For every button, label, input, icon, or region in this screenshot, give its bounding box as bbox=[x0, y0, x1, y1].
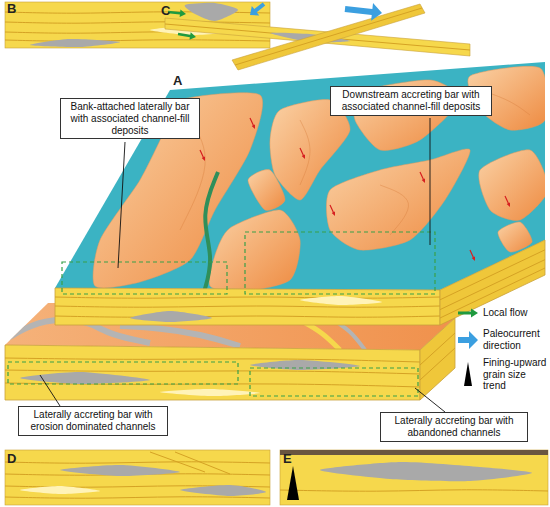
channel-fill bbox=[30, 39, 120, 47]
fining-upward-triangle bbox=[287, 466, 299, 500]
callout-text: Downstream accreting bar with associated… bbox=[335, 89, 487, 113]
sand-lens bbox=[300, 296, 382, 305]
flow-arrow bbox=[419, 172, 425, 183]
panel-c bbox=[165, 3, 470, 70]
mud-cap bbox=[280, 450, 548, 455]
flow-arrow bbox=[199, 150, 205, 161]
panel-d bbox=[5, 450, 270, 505]
braid-bar bbox=[326, 149, 470, 250]
legend-text: Paleocurrent direction bbox=[483, 328, 548, 351]
upper-block bbox=[55, 62, 548, 325]
layer-line bbox=[5, 22, 270, 23]
leader-line bbox=[415, 388, 445, 412]
legend-symbol bbox=[456, 360, 480, 388]
channel bbox=[120, 326, 240, 346]
fining-upward-triangle bbox=[464, 362, 472, 386]
inset-frame bbox=[250, 368, 418, 396]
callout-box: Downstream accreting bar with associated… bbox=[330, 86, 492, 116]
callout-text: Laterally accreting bar with abandoned c… bbox=[385, 415, 523, 439]
legend-item: Local flow bbox=[456, 304, 548, 322]
callout-box: Laterally accreting bar with erosion dom… bbox=[18, 406, 168, 436]
legend-text: Local flow bbox=[483, 307, 548, 319]
sand-lens bbox=[20, 486, 100, 494]
braid-bar bbox=[479, 150, 548, 221]
flow-arrow bbox=[329, 205, 335, 216]
paleocurrent-arrow bbox=[345, 3, 382, 21]
panel-letter: B bbox=[7, 1, 16, 16]
layer-line bbox=[420, 333, 455, 365]
flow-arrow bbox=[504, 196, 510, 207]
legend: Local flowPaleocurrent directionFining-u… bbox=[456, 304, 548, 398]
braid-bar bbox=[209, 210, 300, 292]
callout-box: Laterally accreting bar with abandoned c… bbox=[380, 412, 528, 442]
layer-line bbox=[440, 260, 545, 310]
accretion-line bbox=[175, 452, 230, 474]
local-flow-arrow bbox=[168, 10, 186, 17]
layer-line bbox=[235, 8, 422, 65]
legend-symbol bbox=[456, 304, 480, 322]
bar-band bbox=[232, 4, 425, 70]
channel-fill bbox=[60, 465, 180, 476]
channel-fill bbox=[185, 3, 238, 21]
layer-line bbox=[5, 40, 270, 41]
paleocurrent-arrow bbox=[250, 2, 265, 15]
panel-letter: E bbox=[283, 451, 292, 466]
layer-line bbox=[5, 497, 270, 498]
layer-line bbox=[55, 297, 440, 298]
legend-symbol bbox=[456, 331, 480, 349]
callout-box: Bank-attached laterally bar with associa… bbox=[60, 98, 200, 139]
panel-letter: C bbox=[161, 3, 170, 18]
flow-arrow bbox=[249, 118, 255, 129]
legend-item: Fining-upward grain size trend bbox=[456, 357, 548, 392]
layer-line bbox=[55, 306, 440, 307]
accretion-line bbox=[150, 452, 205, 472]
channel-fill bbox=[20, 372, 150, 384]
inset-frame bbox=[245, 232, 435, 294]
panel-d-body bbox=[5, 450, 270, 505]
block-front bbox=[5, 345, 420, 400]
channel-fill bbox=[180, 485, 266, 496]
callout-text: Laterally accreting bar with erosion dom… bbox=[23, 409, 163, 433]
callout-text: Bank-attached laterally bar with associa… bbox=[65, 101, 195, 136]
accretion-line bbox=[380, 185, 409, 235]
layer-line bbox=[420, 348, 455, 380]
layer-line bbox=[5, 462, 270, 463]
braid-bar bbox=[248, 170, 285, 211]
accretion-line bbox=[300, 120, 310, 185]
legend-item: Paleocurrent direction bbox=[456, 328, 548, 351]
local-flow-arrow bbox=[178, 32, 196, 39]
layer-line bbox=[280, 490, 548, 491]
inset-frame bbox=[62, 262, 227, 294]
layer-line bbox=[440, 250, 545, 300]
inset-frame bbox=[8, 362, 238, 384]
panel-letter: D bbox=[7, 451, 16, 466]
paleocurrent-arrow bbox=[458, 331, 478, 349]
leader-line bbox=[430, 118, 431, 245]
channel-fill bbox=[130, 311, 212, 322]
local-flow-arrow bbox=[458, 309, 478, 318]
layer-line bbox=[55, 316, 440, 317]
flow-arrow bbox=[469, 250, 475, 261]
flow-arrow bbox=[299, 148, 305, 159]
panel-e-body bbox=[280, 450, 548, 505]
legend-text: Fining-upward grain size trend bbox=[483, 357, 548, 392]
block-top bbox=[55, 62, 545, 290]
leader-line bbox=[40, 375, 60, 406]
block-side bbox=[420, 318, 455, 400]
sand-lens bbox=[160, 389, 260, 396]
leader-line bbox=[118, 142, 125, 268]
panel-e bbox=[280, 450, 548, 505]
braid-bar bbox=[498, 222, 532, 252]
abandoned-channel bbox=[320, 462, 532, 481]
channel-fill bbox=[204, 172, 218, 292]
panel-letter: A bbox=[173, 73, 182, 88]
